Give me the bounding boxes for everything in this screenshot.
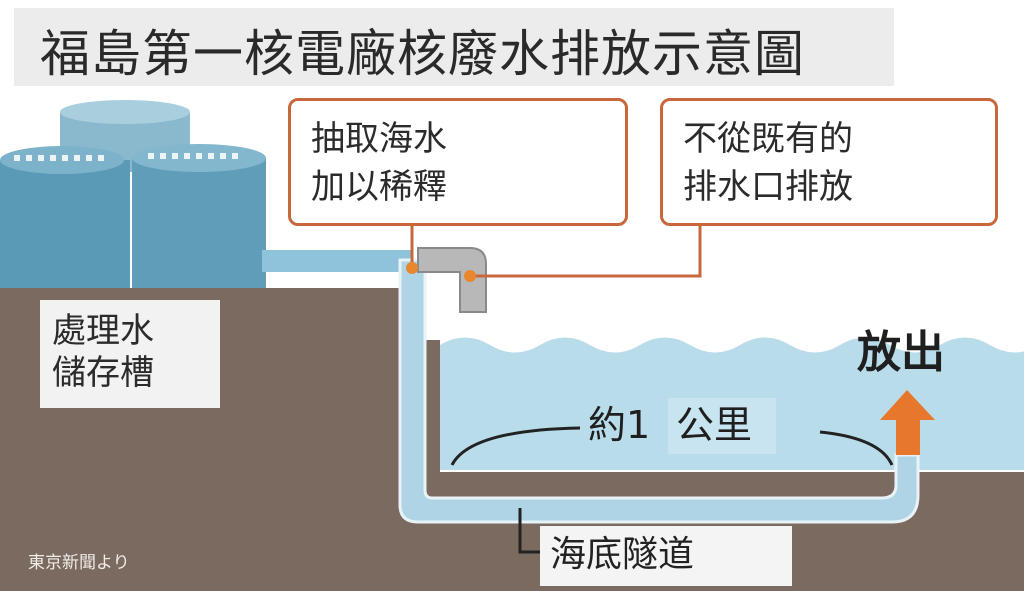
callout-dilute-line-1: 抽取海水 — [311, 119, 447, 159]
distance-prefix: 約1 — [588, 403, 651, 447]
source-credit: 東京新聞より — [28, 553, 130, 573]
release-label: 放出 — [857, 327, 945, 378]
release-arrow — [880, 390, 935, 455]
page-title: 福島第一核電廠核廢水排放示意圖 — [40, 25, 805, 83]
storage-tanks — [0, 100, 266, 295]
callout-outlet-line-1: 不從既有的 — [683, 119, 853, 159]
tunnel-leader-line — [518, 508, 542, 554]
distance-arc — [450, 426, 581, 466]
callout-dilute-line-2: 加以稀釋 — [311, 167, 447, 207]
callout-outlet: 不從既有的 排水口排放 — [660, 98, 998, 226]
outlet-leader-line — [470, 226, 702, 278]
distance-overlay-box: 公里 — [668, 398, 776, 454]
title-box: 福島第一核電廠核廢水排放示意圖 — [14, 8, 894, 86]
distance-overlay-text: 公里 — [676, 403, 753, 447]
tunnel-label-box: 海底隧道 — [540, 526, 792, 586]
storage-label-line-2: 儲存槽 — [52, 353, 154, 393]
transfer-pipe — [262, 250, 412, 272]
callout-outlet-line-2: 排水口排放 — [683, 167, 853, 207]
tunnel-label: 海底隧道 — [550, 534, 695, 575]
storage-label-box: 處理水 儲存槽 — [40, 300, 220, 408]
storage-label-line-1: 處理水 — [52, 311, 154, 351]
seawater-intake-pipe — [417, 247, 487, 313]
callout-dilute: 抽取海水 加以稀釋 — [288, 98, 628, 226]
